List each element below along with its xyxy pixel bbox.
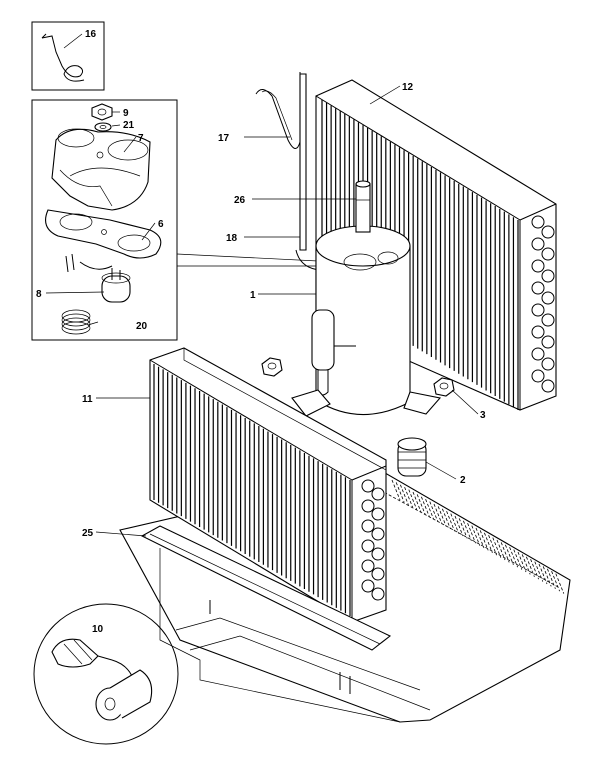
grommet	[397, 437, 427, 477]
compressor	[291, 180, 442, 417]
condenser-coil	[149, 347, 387, 623]
label-9: 9	[123, 108, 129, 119]
label-18: 18	[226, 233, 238, 244]
label-25: 25	[82, 528, 94, 539]
callout-leaders	[45, 33, 479, 537]
label-6: 6	[158, 219, 164, 230]
label-20: 20	[136, 321, 148, 332]
thermostat-inset	[31, 21, 105, 91]
label-17: 16	[85, 29, 97, 40]
capacitor-inset	[33, 603, 179, 745]
label-1: 1	[250, 290, 256, 301]
label-2: 2	[460, 475, 466, 486]
label-3: 3	[480, 410, 486, 421]
label-16: 17	[218, 133, 230, 144]
label-26: 26	[234, 195, 246, 206]
label-11: 11	[82, 394, 93, 405]
tubes	[255, 72, 321, 271]
label-7: 7	[138, 133, 144, 144]
mounting-nuts	[261, 357, 455, 397]
callout-labels: 16 9 21 7 6 8 20 12 17 26 18 1 3 2 11 25…	[36, 29, 486, 635]
terminal-inset	[31, 99, 178, 341]
sealing-strip	[140, 525, 392, 651]
label-8: 8	[36, 289, 42, 300]
label-21: 21	[123, 120, 135, 131]
label-10: 10	[92, 624, 104, 635]
label-12: 12	[402, 82, 414, 93]
